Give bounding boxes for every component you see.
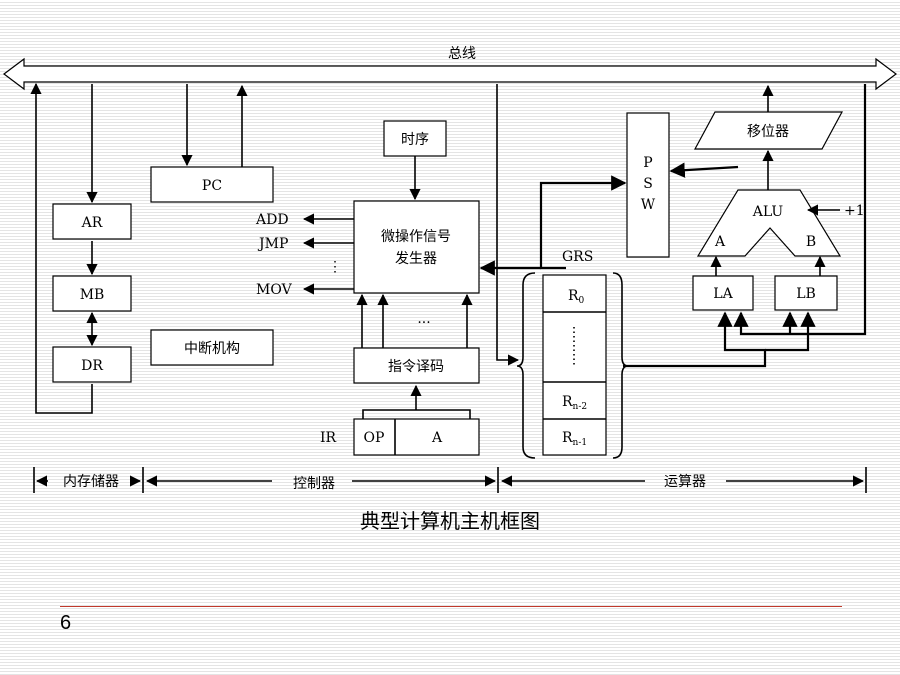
interrupt-label: 中断机构 — [184, 341, 240, 357]
grs-label: GRS — [562, 249, 593, 265]
ir-bracket — [362, 409, 471, 419]
lb-label: LB — [796, 286, 816, 302]
plus-one-label: +1 — [844, 203, 865, 219]
micro-op-label-2: 发生器 — [395, 251, 437, 267]
dr-register — [52, 346, 132, 383]
grs-right-brace — [612, 272, 629, 459]
instruction-decoder — [353, 347, 480, 384]
r0-label: R0 — [568, 288, 585, 306]
alu-to-psw-arrow — [669, 162, 739, 178]
micro-op-generator — [353, 200, 480, 294]
la-label: LA — [713, 286, 733, 302]
instruction-register — [353, 418, 480, 456]
grs-left-brace — [516, 272, 536, 459]
mb-label: MB — [80, 287, 105, 303]
alu-label: ALU — [752, 204, 784, 220]
timing-label: 时序 — [401, 132, 429, 148]
alu-b-label: B — [806, 234, 816, 250]
psw-w: W — [641, 197, 656, 213]
interrupt-unit — [150, 329, 274, 366]
grs-to-la-arrow — [623, 311, 767, 368]
lb-register — [774, 275, 838, 311]
jmp-label: JMP — [257, 236, 288, 252]
shifter — [693, 111, 844, 150]
timing-box — [383, 120, 447, 157]
rn1-label: Rn-1 — [562, 430, 587, 448]
micro-op-label-1: 微操作信号 — [381, 229, 451, 245]
shifter-label: 移位器 — [747, 124, 789, 140]
la-register — [692, 275, 754, 311]
alu-unit — [696, 189, 842, 257]
ar-label: AR — [81, 215, 103, 231]
bus-to-la-arrow — [733, 84, 867, 336]
pc-register — [150, 166, 274, 203]
pc-label: PC — [202, 178, 222, 194]
dr-label: DR — [81, 358, 103, 374]
dr-to-bus-arrow — [30, 82, 93, 414]
bus-to-grs-arrow — [496, 84, 520, 366]
ar-register — [52, 203, 132, 240]
rn2-label: Rn-2 — [562, 394, 587, 412]
grs-to-lb-arrow — [765, 311, 816, 352]
add-label: ADD — [255, 212, 289, 228]
hdots-label: ··· — [417, 315, 430, 331]
decoder-label: 指令译码 — [388, 359, 444, 375]
bus-label: 总线 — [448, 46, 476, 62]
psw-p: P — [643, 155, 652, 171]
controller-unit: 时序 微操作信号 发生器 ADD JMP ⋮ MOV ··· 指令译码 IR O… — [255, 120, 480, 456]
psw-s: S — [643, 176, 653, 192]
op-label: OP — [364, 430, 385, 446]
section-dimension-lines: 内存储器 控制器 运算器 — [33, 467, 867, 493]
arithmetic-unit: P S W 移位器 ALU A B +1 LA LB GRS — [479, 84, 867, 459]
alu-section-label: 运算器 — [664, 474, 706, 490]
grs-register-file — [542, 274, 607, 456]
psw-register — [626, 112, 670, 258]
figure-caption: 典型计算机主机框图 — [360, 509, 540, 533]
footer-divider — [60, 606, 842, 607]
a-field-label: A — [431, 430, 443, 446]
memory-unit: AR MB DR — [30, 82, 132, 414]
ir-label: IR — [320, 430, 337, 446]
system-bus: 总线 — [3, 46, 897, 91]
mb-register — [52, 275, 132, 312]
vdots-label: ⋮ — [328, 259, 342, 275]
page-number: 6 — [60, 612, 72, 634]
controller-section-label: 控制器 — [293, 476, 335, 492]
alu-a-label: A — [714, 234, 726, 250]
mov-label: MOV — [256, 282, 293, 298]
memory-section-label: 内存储器 — [63, 474, 119, 490]
grs-to-psw-arrow — [539, 175, 627, 270]
